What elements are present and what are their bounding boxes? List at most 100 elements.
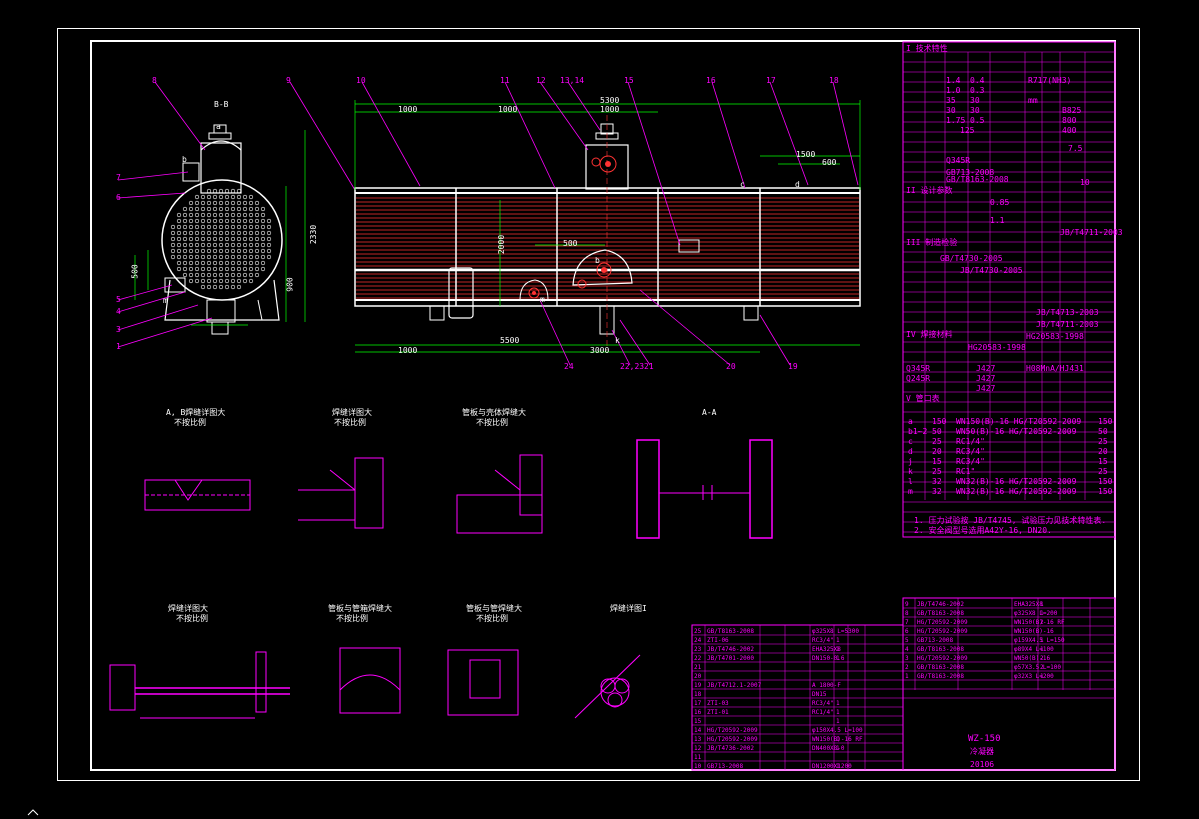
- bom-cell: 14: [694, 727, 702, 734]
- balloon-21[interactable]: 21: [644, 362, 654, 371]
- nozzle-cell: 25: [932, 437, 942, 446]
- nozzle-cell: 150: [1098, 477, 1113, 486]
- tube-hole: [230, 188, 236, 194]
- bom-cell: 1: [836, 700, 840, 707]
- spec-note-1: 1. 压力试验按 JB/T4745, 试验压力见技术特性表.: [914, 516, 1107, 525]
- tube-hole: [230, 272, 236, 278]
- balloon-18[interactable]: 18: [829, 76, 839, 85]
- tube-hole: [260, 242, 266, 248]
- spec-p-1: 1.4: [946, 76, 961, 85]
- tube-hole: [188, 278, 194, 284]
- tube-hole: [224, 218, 230, 224]
- bom-cell: 15: [694, 718, 702, 725]
- weld-row-1-rod: J427: [976, 364, 996, 373]
- tube-hole: [182, 260, 188, 266]
- balloon-22-23[interactable]: 22,23: [620, 362, 645, 371]
- spec-std-2: GB/T8163-2008: [946, 175, 1009, 184]
- tube-hole: [194, 248, 200, 254]
- paper-outer-border: [57, 28, 1140, 781]
- bom-right-cell: GB/T8163-2008: [917, 646, 964, 653]
- tube-hole: [212, 278, 218, 284]
- bom-cell: 16: [694, 709, 702, 716]
- balloon-6[interactable]: 6: [116, 193, 121, 202]
- balloon-15[interactable]: 15: [624, 76, 634, 85]
- balloon-11[interactable]: 11: [500, 76, 510, 85]
- tube-hole: [248, 224, 254, 230]
- tube-hole: [254, 236, 260, 242]
- bom-right-cell: WN150(B)-16 RF: [1014, 619, 1065, 626]
- nozzle-cell: k: [908, 467, 913, 476]
- bom-right-cell: JB/T4746-2002: [917, 601, 964, 608]
- balloon-19[interactable]: 19: [788, 362, 798, 371]
- bom-right-cell: 7: [905, 619, 909, 626]
- balloon-24[interactable]: 24: [564, 362, 574, 371]
- balloon-10[interactable]: 10: [356, 76, 366, 85]
- weld-details-row-2: [109, 647, 641, 719]
- tube-hole: [254, 206, 260, 212]
- balloon-1[interactable]: 1: [116, 342, 121, 351]
- spec-std-4: GB/T4730-2005: [940, 254, 1003, 263]
- spec-section-2: II 设计参数: [906, 186, 953, 195]
- tube-hole: [218, 194, 224, 200]
- tube-hole: [212, 188, 218, 194]
- tube-hole: [260, 224, 266, 230]
- tube-hole: [236, 194, 242, 200]
- tube-hole: [176, 236, 182, 242]
- balloon-8[interactable]: 8: [152, 76, 157, 85]
- tube-hole: [194, 230, 200, 236]
- bom-right-cell: HG/T20592-2009: [917, 628, 968, 635]
- spec-test-2: 0.5: [970, 116, 985, 125]
- nozzle-cell: WN32(B)-16 HG/T20592-2009: [956, 487, 1077, 496]
- tube-hole: [230, 266, 236, 272]
- spec-p-2: 0.4: [970, 76, 985, 85]
- bom-cell: 1: [836, 709, 840, 716]
- tube-hole: [260, 236, 266, 242]
- balloon-12[interactable]: 12: [536, 76, 546, 85]
- tube-hole: [254, 224, 260, 230]
- tube-hole: [188, 200, 194, 206]
- balloon-3[interactable]: 3: [116, 325, 121, 334]
- balloon-13-14[interactable]: 13,14: [560, 76, 585, 85]
- bom-right-cell: 4: [905, 646, 909, 653]
- balloon-20[interactable]: 20: [726, 362, 736, 371]
- tube-hole: [236, 284, 242, 290]
- tube-hole: [200, 206, 206, 212]
- tube-hole: [194, 272, 200, 278]
- tube-hole: [212, 230, 218, 236]
- balloon-7[interactable]: 7: [116, 173, 121, 182]
- tube-hole: [224, 224, 230, 230]
- bom-cell: GB713-2008: [707, 763, 744, 770]
- bom-right-cell: φ89X4 L=100: [1014, 646, 1054, 653]
- tube-hole: [212, 260, 218, 266]
- drawing-name: 冷凝器: [970, 747, 994, 756]
- bom-right-cell: 1: [1040, 637, 1044, 644]
- tube-hole: [266, 236, 272, 242]
- bom-right-cell: GB/T8163-2008: [917, 673, 964, 680]
- spec-mat-1: Q345R: [946, 156, 971, 165]
- tube-hole: [200, 224, 206, 230]
- balloon-16[interactable]: 16: [706, 76, 716, 85]
- tube-hole: [176, 212, 182, 218]
- tube-hole: [200, 200, 206, 206]
- nozzle-cell: RC1/4": [956, 437, 985, 446]
- tube-hole: [188, 254, 194, 260]
- bom-right-cell: GB713-2008: [917, 637, 954, 644]
- weld-row-1-mat: Q345R: [906, 364, 931, 373]
- dim-bottom-mid: 3000: [590, 346, 610, 355]
- tube-hole: [260, 260, 266, 266]
- tube-hole: [188, 206, 194, 212]
- nozzle-cell: 150: [932, 417, 947, 426]
- detail-title-6: 管板与管焊缝大: [466, 604, 522, 613]
- tube-hole: [242, 278, 248, 284]
- balloon-17[interactable]: 17: [766, 76, 776, 85]
- tube-hole: [218, 206, 224, 212]
- main-elevation-view: [354, 81, 861, 366]
- balloon-4[interactable]: 4: [116, 307, 121, 316]
- nozzle-letter-b: b: [182, 155, 187, 164]
- tube-hole: [242, 260, 248, 266]
- balloon-9[interactable]: 9: [286, 76, 291, 85]
- tube-hole: [254, 230, 260, 236]
- balloon-5[interactable]: 5: [116, 295, 121, 304]
